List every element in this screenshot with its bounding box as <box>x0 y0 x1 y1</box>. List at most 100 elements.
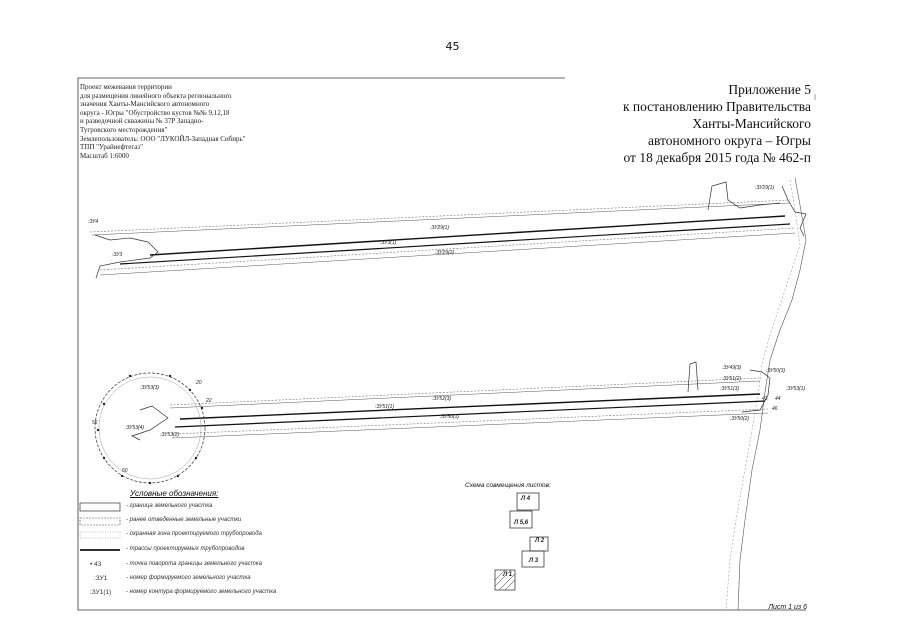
info-line: Землепользователь: ООО "ЛУКОЙЛ-Западная … <box>80 134 246 143</box>
scatter-boundary <box>725 179 801 611</box>
info-line: округа - Югры "Обустройство кустов №№ 9,… <box>80 108 230 117</box>
map-label: 46 <box>772 406 778 412</box>
legend-row: :ЗУ1 - номер формируемого земельного уча… <box>80 574 320 586</box>
appendix-line: от 18 декабря 2015 года № 462-п <box>623 150 811 165</box>
corridor-border <box>169 380 761 409</box>
scheme-sheet-l56 <box>509 510 533 529</box>
legend-text: - охранная зона проектируемого трубопров… <box>126 531 262 537</box>
pipeline-route <box>119 223 791 265</box>
corridor-border <box>169 377 761 406</box>
map-label: :ЗУ53(2) <box>160 432 180 438</box>
legend-symbol <box>79 531 121 539</box>
scatter-boundary <box>737 177 807 611</box>
map-label: 22 <box>206 398 212 404</box>
appendix-line: Приложение 5 <box>728 82 811 97</box>
info-line: Тугровского месторождения" <box>80 125 168 134</box>
appendix-line: автономного округа – Югры <box>648 133 811 148</box>
info-line: Проект межевания территории <box>80 83 172 91</box>
appendix-line: Ханты-Мансийского <box>692 116 811 131</box>
info-line: Масштаб 1:6000 <box>80 151 129 160</box>
legend-row: :ЗУ1(1) - номер контура формируемого зем… <box>80 588 320 600</box>
sheet-scheme <box>494 492 549 591</box>
scheme-sheet-l3 <box>521 550 545 568</box>
map-label: :ЗУ51(1) <box>375 404 395 410</box>
map-label: :ЗУ53(1) <box>786 386 806 392</box>
well-pad-inner <box>98 376 202 480</box>
map-label: :ЗУ50(2) <box>730 416 750 422</box>
corridor-border <box>171 408 769 435</box>
project-info: Проект межевания территории для размещен… <box>80 83 246 160</box>
legend-row: - граница земельного участка <box>80 502 320 514</box>
map-label: :ЗУ50(3) <box>766 368 786 374</box>
map-label: :ЗУ51(3) <box>720 386 740 392</box>
map-label: :ЗУ29(1) <box>430 225 450 231</box>
legend-symbol-text: :ЗУ1(1) <box>90 589 112 596</box>
legend-symbols <box>79 502 121 551</box>
map-label: :ЗУ49(3) <box>722 365 742 371</box>
well-pad <box>94 372 206 485</box>
parcel-boundary <box>781 185 807 237</box>
parcel-boundary <box>94 234 159 279</box>
parcel-boundary <box>131 405 169 441</box>
scheme-sheet-label: Л 1 <box>503 572 513 578</box>
legend-symbol-text: • 43 <box>90 561 102 568</box>
sheet-number: Лист 1 из 6 <box>768 604 807 611</box>
scheme-title: Схема совмещения листов: <box>465 482 551 489</box>
map-label: :ЗУ4 <box>88 219 99 225</box>
map-label: 20 <box>196 380 202 386</box>
map-label: :ЗУ52(3) <box>432 396 452 402</box>
info-line: и разведочной скважины № 37Р Западно- <box>80 117 204 126</box>
info-line: значения Ханты-Мансийского автономного <box>80 100 210 109</box>
pipeline-route <box>179 393 761 420</box>
scheme-sheet-label: Л 4 <box>521 496 531 502</box>
legend-text: - точка поворота границы земельного учас… <box>126 561 262 567</box>
corridor-border <box>99 227 796 271</box>
corridor-border <box>171 412 769 439</box>
scheme-sheet-label: Л 3 <box>529 558 539 564</box>
info-line: для размещения линейного объекта региона… <box>80 91 232 100</box>
map-label: :ЗУ29(1) <box>755 185 775 191</box>
parcel-boundary <box>707 181 781 211</box>
legend-text: - номер контура формируемого земельного … <box>126 589 277 595</box>
map-frame <box>77 77 806 611</box>
map-label: :ЗУ29(2) <box>435 250 455 256</box>
legend-text: - ранее отведенные земельные участки <box>126 517 242 523</box>
pipeline-route <box>149 215 786 256</box>
legend-symbol <box>79 517 121 526</box>
map-label: :ЗУ53(4) <box>125 425 145 431</box>
map-label: 56 <box>92 420 98 426</box>
parcel-boundary <box>741 369 771 413</box>
corridor-border <box>89 199 791 233</box>
legend-row: - трассы проектируемых трубопроводов <box>80 545 320 557</box>
scheme-sheet-label: Л 5,6 <box>514 520 529 526</box>
map-label: 60 <box>122 468 128 474</box>
map-label: :ЗУ50(1) <box>440 414 460 420</box>
legend-row: - ранее отведенные земельные участки <box>80 516 320 528</box>
lower-corridor <box>131 361 771 441</box>
map-label: 44 <box>775 396 781 402</box>
map-label: :ЗУ3(1) <box>380 240 397 246</box>
appendix-line: к постановлению Правительства <box>622 99 811 114</box>
scheme-sheet-l4 <box>516 492 540 511</box>
legend-row: - охранная зона проектируемого трубопров… <box>80 530 320 542</box>
upper-corridor <box>89 177 807 611</box>
info-line: ТПП "Урайнефтегаз" <box>80 143 143 152</box>
map-label: :ЗУ51(2) <box>722 376 742 382</box>
legend-row: • 43 - точка поворота границы земельного… <box>80 560 320 572</box>
legend-text: - граница земельного участка <box>126 503 213 509</box>
page-number: 45 <box>445 40 460 53</box>
scheme-sheet-label: Л 2 <box>535 538 545 544</box>
legend-symbol-text: :ЗУ1 <box>94 575 108 582</box>
pipeline-route <box>174 400 766 428</box>
appendix-header: Приложение 5 к постановлению Правительст… <box>623 81 811 166</box>
parcel-boundary <box>687 361 699 393</box>
legend-symbol <box>79 502 121 512</box>
legend-text: - номер формируемого земельного участка <box>126 575 251 581</box>
legend-title: Условные обозначения: <box>130 489 219 498</box>
corridor-border <box>99 232 796 276</box>
legend-text: - трассы проектируемых трубопроводов <box>126 546 245 552</box>
map-label: :ЗУ3 <box>112 252 123 258</box>
map-label: :ЗУ53(3) <box>140 385 160 391</box>
map-label: 43 <box>762 396 768 402</box>
